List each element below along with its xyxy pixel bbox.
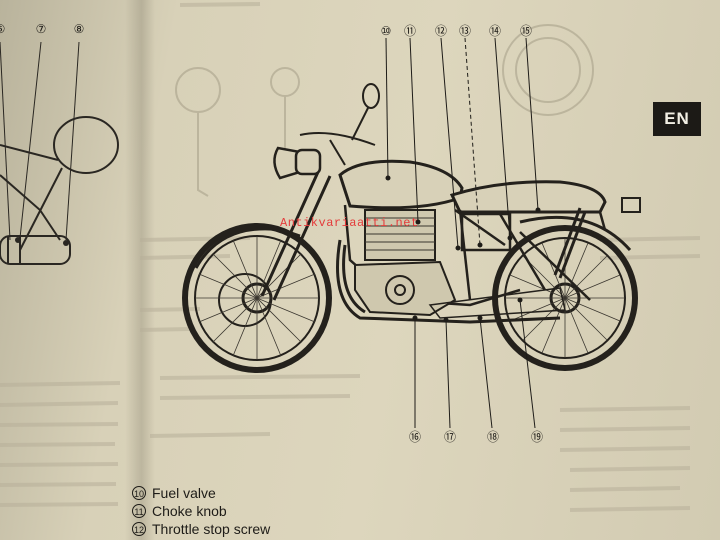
rear-shock bbox=[553, 207, 587, 279]
callout-dots bbox=[385, 175, 541, 323]
tail-light bbox=[621, 197, 641, 213]
watermark: Antikvariaatti.net bbox=[280, 216, 419, 230]
front-fork bbox=[260, 171, 332, 301]
legend-number: 10 bbox=[132, 486, 146, 500]
callout-7: ⑦ bbox=[36, 22, 47, 36]
callout-18: ⑱ bbox=[487, 430, 499, 444]
callout-16: ⑯ bbox=[409, 430, 421, 444]
legend-item-choke-knob: 11 Choke knob bbox=[132, 502, 270, 520]
exhaust bbox=[336, 239, 561, 324]
parts-legend: 10 Fuel valve 11 Choke knob 12 Throttle sto… bbox=[132, 484, 270, 538]
callout-11: ⑪ bbox=[404, 24, 416, 38]
front-wheel bbox=[182, 223, 332, 373]
headlight bbox=[273, 146, 322, 180]
handlebar-partial bbox=[0, 116, 119, 265]
drive-chain bbox=[428, 287, 566, 319]
top-callouts: ⑥ ⑦ ⑧ ⑩ ⑪ ⑫ ⑬ ⑭ ⑮ bbox=[0, 22, 532, 38]
callout-13: ⑬ bbox=[459, 24, 471, 38]
bottom-callouts: ⑯ ⑰ ⑱ ⑲ bbox=[409, 430, 543, 444]
fuel-tank bbox=[338, 159, 464, 210]
callout-19: ⑲ bbox=[531, 430, 543, 444]
callout-6: ⑥ bbox=[0, 22, 5, 36]
legend-number: 12 bbox=[132, 522, 146, 536]
legend-label: Fuel valve bbox=[152, 485, 216, 501]
legend-item-fuel-valve: 10 Fuel valve bbox=[132, 484, 270, 502]
callout-12: ⑫ bbox=[435, 24, 447, 38]
bleed-through-text bbox=[0, 2, 701, 512]
engine-fins bbox=[365, 217, 435, 251]
legend-item-throttle-stop-screw: 12 Throttle stop screw bbox=[132, 520, 270, 538]
legend-label: Throttle stop screw bbox=[152, 521, 271, 537]
callout-10: ⑩ bbox=[381, 24, 392, 38]
callout-17: ⑰ bbox=[444, 430, 456, 444]
legend-label: Choke knob bbox=[152, 503, 227, 519]
front-fender bbox=[194, 227, 301, 269]
page-gutter-shadow bbox=[125, 0, 155, 540]
callout-leaders bbox=[385, 37, 539, 429]
seat bbox=[449, 180, 607, 214]
legend-number: 11 bbox=[132, 504, 146, 518]
language-tab: EN bbox=[653, 102, 701, 136]
callout-14: ⑭ bbox=[489, 24, 501, 38]
callout-8: ⑧ bbox=[74, 22, 85, 36]
key-illustration-faint bbox=[175, 24, 594, 197]
callout-15: ⑮ bbox=[520, 24, 532, 38]
mirror-handlebar bbox=[299, 83, 380, 166]
